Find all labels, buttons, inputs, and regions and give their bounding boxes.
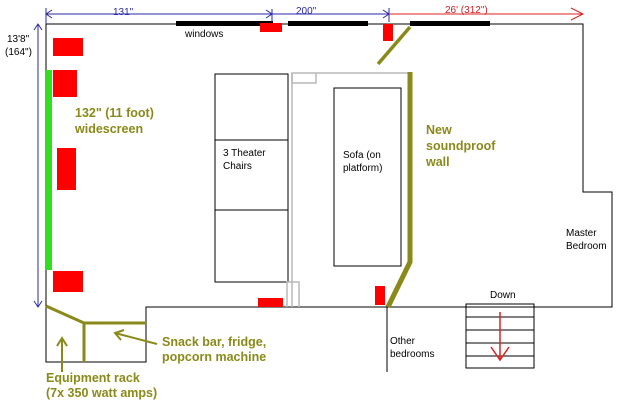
sofa-label-1: Sofa (on: [343, 150, 381, 161]
rack-lines: [45, 304, 146, 362]
other-label-1: Other: [390, 336, 416, 347]
snack-label-1: Snack bar, fridge,: [162, 335, 267, 349]
wall-label-2: soundproof: [426, 139, 496, 153]
sofa-label-2: platform): [343, 163, 383, 174]
platform-partition: [286, 72, 410, 307]
wall-label-1: New: [426, 123, 452, 137]
soundproof-wall: [385, 72, 413, 309]
dim-height-2: (164"): [5, 47, 32, 58]
speakers: [53, 23, 393, 307]
theater-chairs: [214, 73, 289, 283]
door-swing: [376, 25, 412, 66]
widescreen: [45, 70, 52, 270]
master-label-2: Bedroom: [566, 241, 607, 252]
other-label-2: bedrooms: [390, 349, 435, 360]
windows: [176, 21, 490, 26]
down-arrow: [490, 312, 510, 362]
screen-label-2: widescreen: [75, 122, 144, 136]
dim-131: 131": [113, 7, 134, 18]
dimension-lines: [33, 7, 585, 308]
wall-label-3: wall: [426, 155, 450, 169]
screen-label-1: 132" (11 foot): [75, 106, 154, 120]
chairs-label-2: Chairs: [223, 161, 252, 172]
master-label-1: Master: [566, 228, 597, 239]
windows-label: windows: [185, 29, 224, 40]
outer-walls: [45, 23, 613, 372]
down-label: Down: [490, 290, 516, 301]
chairs-label-1: 3 Theater: [223, 148, 266, 159]
rack-label-1: Equipment rack: [46, 371, 140, 385]
annotation-arrows: [56, 329, 158, 372]
rack-label-2: (7x 350 watt amps): [46, 386, 158, 400]
dim-height-1: 13'8": [7, 34, 30, 45]
dim-200: 200": [296, 6, 317, 17]
dim-312: 26' (312"): [445, 5, 488, 16]
sofa: [333, 87, 402, 267]
snack-label-2: popcorn machine: [162, 350, 267, 364]
